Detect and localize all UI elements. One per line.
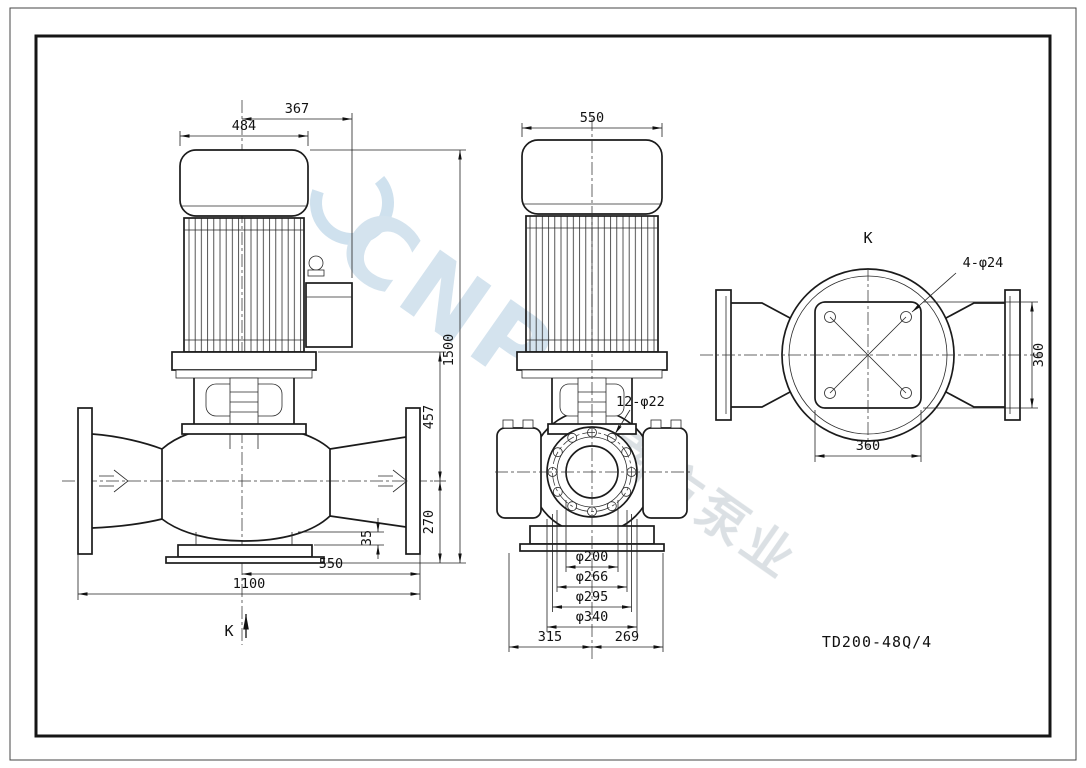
front-motor-flange	[171, 351, 317, 371]
flow-arrow-left-icon	[99, 469, 129, 493]
front-base-plate	[177, 544, 313, 558]
dim-360-horizontal: 360	[856, 438, 880, 454]
dim-12-holes: 12-φ22	[616, 394, 665, 410]
dim-457: 457	[421, 405, 437, 429]
front-dimensions: 367 484 1500 457 270 35 550 1100 K	[77, 101, 466, 640]
front-motor	[171, 149, 353, 435]
watermark-logo-icon	[310, 160, 394, 245]
dim-550-side: 550	[580, 110, 604, 126]
bolt-holes	[547, 427, 637, 517]
dim-d266: φ266	[576, 569, 609, 585]
dim-4-holes: 4-φ24	[963, 255, 1004, 271]
side-dimensions: 550 12-φ22 φ200 φ266 φ295 φ340 315 269	[508, 110, 665, 652]
front-pump-top-flange	[181, 423, 307, 435]
lifting-eye-icon	[308, 255, 324, 271]
front-right-flange	[405, 407, 421, 555]
dim-269: 269	[615, 629, 639, 645]
k-view: K 4-φ24 360 360	[700, 229, 1047, 462]
dim-35: 35	[359, 530, 375, 546]
dim-484: 484	[232, 118, 256, 134]
view-k-label-front: K	[224, 622, 233, 640]
front-terminal-box	[305, 282, 353, 348]
dim-d200: φ200	[576, 549, 609, 565]
front-pump-casing	[77, 407, 421, 564]
front-left-flange	[77, 407, 93, 555]
front-coupling	[229, 377, 259, 425]
flow-arrow-right-icon	[378, 469, 408, 493]
front-base-pad	[165, 556, 325, 564]
side-view: 550 12-φ22 φ200 φ266 φ295 φ340 315 269	[495, 110, 690, 660]
dim-367: 367	[285, 101, 309, 117]
dim-1500: 1500	[441, 334, 457, 367]
front-fan-cover	[179, 149, 309, 217]
side-left-chamber	[496, 427, 542, 519]
front-motor-fins	[183, 217, 305, 353]
k-dimensions: K 4-φ24 360 360	[814, 229, 1047, 462]
dim-270: 270	[421, 510, 437, 534]
front-view: 367 484 1500 457 270 35 550 1100 K	[62, 100, 466, 645]
dim-360-vertical: 360	[1031, 343, 1047, 367]
dim-550-front: 550	[319, 556, 343, 572]
side-right-chamber	[642, 427, 688, 519]
dim-1100: 1100	[233, 576, 266, 592]
model-label: TD200-48Q/4	[822, 633, 932, 651]
dim-d295: φ295	[576, 589, 609, 605]
dim-d340: φ340	[576, 609, 609, 625]
view-k-label-top: K	[863, 229, 872, 247]
dim-315: 315	[538, 629, 562, 645]
